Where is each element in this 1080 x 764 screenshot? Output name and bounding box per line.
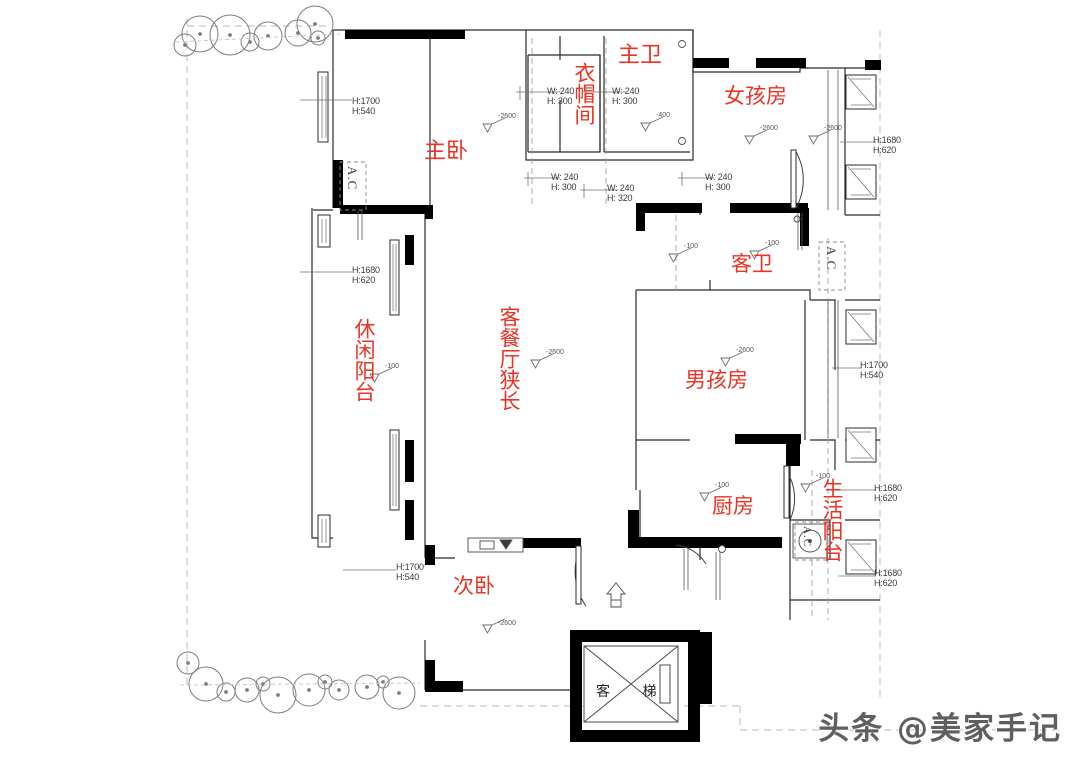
wall-outlines — [311, 29, 880, 691]
room-label-kitchen: 厨房 — [712, 494, 754, 518]
level-mark-master: -2600 — [498, 113, 516, 120]
level-mark-guest-2: -100 — [765, 240, 780, 247]
dimension-note-left-mid: H:1680 H:620 — [352, 265, 380, 286]
window-openings — [317, 71, 877, 575]
dimension-note-lower-left: W: 240 H: 300 — [551, 172, 579, 193]
dimension-note-bath-left: W: 240 H: 300 — [612, 86, 640, 107]
landscape-trees-bottom — [176, 651, 421, 714]
dimension-note-right-mid: H:1700 H:540 — [860, 360, 888, 381]
level-mark-guest-bath: -100 — [684, 243, 699, 250]
ac-label-right: A.C — [824, 246, 839, 271]
level-mark-symbols — [369, 116, 832, 634]
pipe-lines — [357, 70, 839, 600]
dimension-note-left-top: H:1700 H:540 — [352, 96, 380, 117]
bearing-walls — [333, 30, 881, 742]
room-label-leisure-balcony: 休闲阳台 — [352, 318, 376, 402]
room-label-walk-in-closet: 衣帽间 — [572, 62, 596, 125]
dimension-note-closet-left: W: 240 H: 300 — [547, 86, 575, 107]
dimension-leaders — [300, 86, 876, 577]
room-label-guest-bath: 客卫 — [731, 252, 773, 276]
room-label-girls-room: 女孩房 — [724, 84, 787, 108]
level-mark-master-bath: -400 — [656, 112, 671, 119]
center-lines — [531, 38, 829, 620]
room-label-living-dining: 客餐厅狭长 — [497, 306, 521, 411]
room-label-master-bedroom: 主卧 — [424, 139, 469, 164]
room-label-master-bath: 主卫 — [618, 43, 663, 68]
door-leaves — [575, 149, 797, 605]
level-mark-boys: -2600 — [736, 347, 754, 354]
dimension-note-left-bottom: H:1700 H:540 — [396, 562, 424, 583]
level-mark-kitchen: -100 — [715, 482, 730, 489]
dimension-note-right-top: H:1680 H:620 — [873, 135, 901, 156]
room-label-utility-balcony: 生活阳台 — [820, 478, 844, 562]
dimension-note-lower-right: W: 240 H: 300 — [705, 172, 733, 193]
level-mark-utility: -100 — [816, 473, 831, 480]
landscape-trees-top — [173, 5, 341, 57]
level-mark-living: -2600 — [546, 349, 564, 356]
level-mark-second: -2600 — [498, 620, 516, 627]
level-mark-balcony: -100 — [385, 363, 400, 370]
dimension-note-right-low: H:1680 H:620 — [874, 483, 902, 504]
ac-label-utility: A.C — [801, 526, 813, 548]
ac-label-left: A.C — [345, 166, 360, 191]
level-mark-girls-a: -2600 — [760, 125, 778, 132]
window-glass-lines — [321, 76, 875, 573]
fixtures — [467, 40, 828, 608]
dimension-note-lower-mid: W: 240 H: 320 — [607, 183, 635, 204]
level-mark-girls-b: -2600 — [824, 125, 842, 132]
room-label-second-bedroom: 次卧 — [453, 574, 495, 598]
watermark: 头条 @美家手记 — [818, 711, 1062, 747]
room-label-boys-room: 男孩房 — [685, 368, 748, 392]
ac-unit-boxes — [339, 161, 846, 561]
elevator-shaft — [583, 645, 679, 723]
dimension-note-right-bottom: H:1680 H:620 — [874, 568, 902, 589]
elevator-label: 客 梯 — [596, 684, 671, 700]
